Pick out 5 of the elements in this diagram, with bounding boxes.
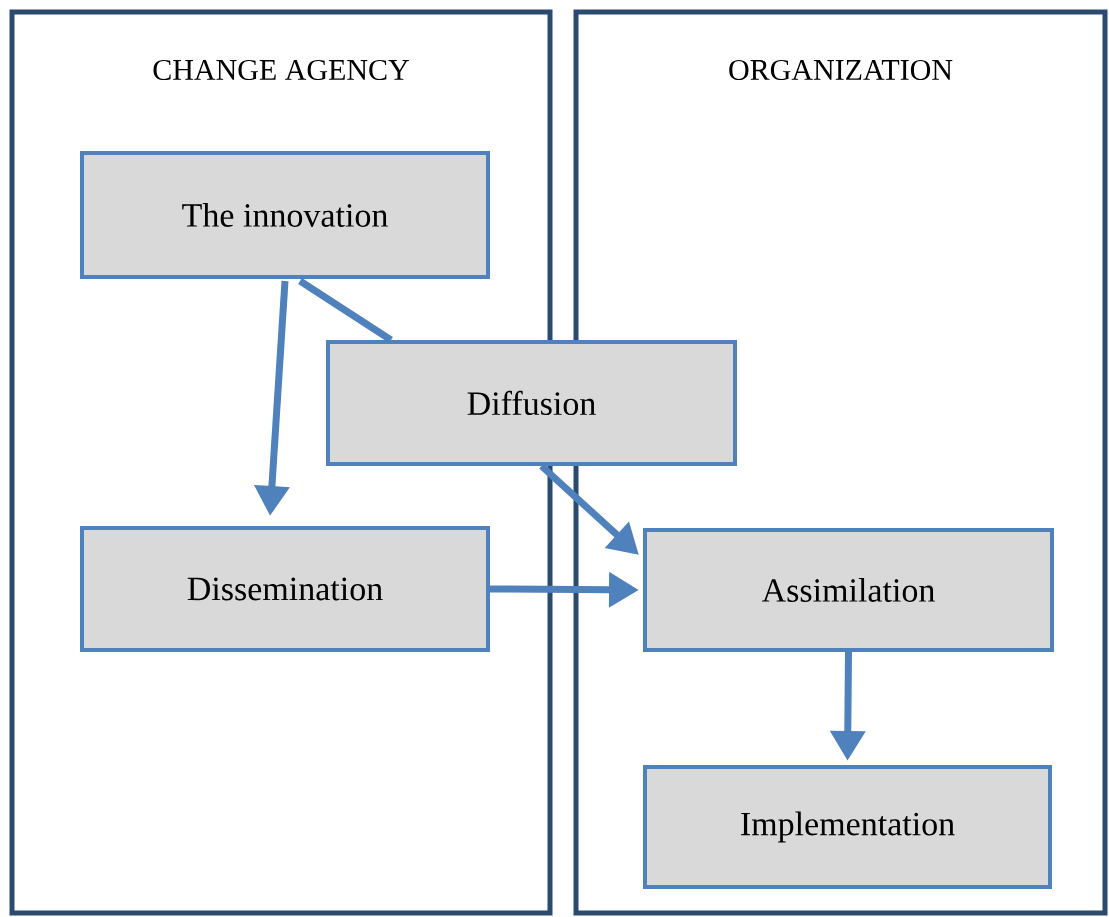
process-box: Assimilation [643,528,1054,652]
process-box: Dissemination [80,526,490,652]
process-box: Implementation [643,765,1052,889]
process-box: The innovation [80,151,490,279]
process-box: Diffusion [326,340,737,466]
